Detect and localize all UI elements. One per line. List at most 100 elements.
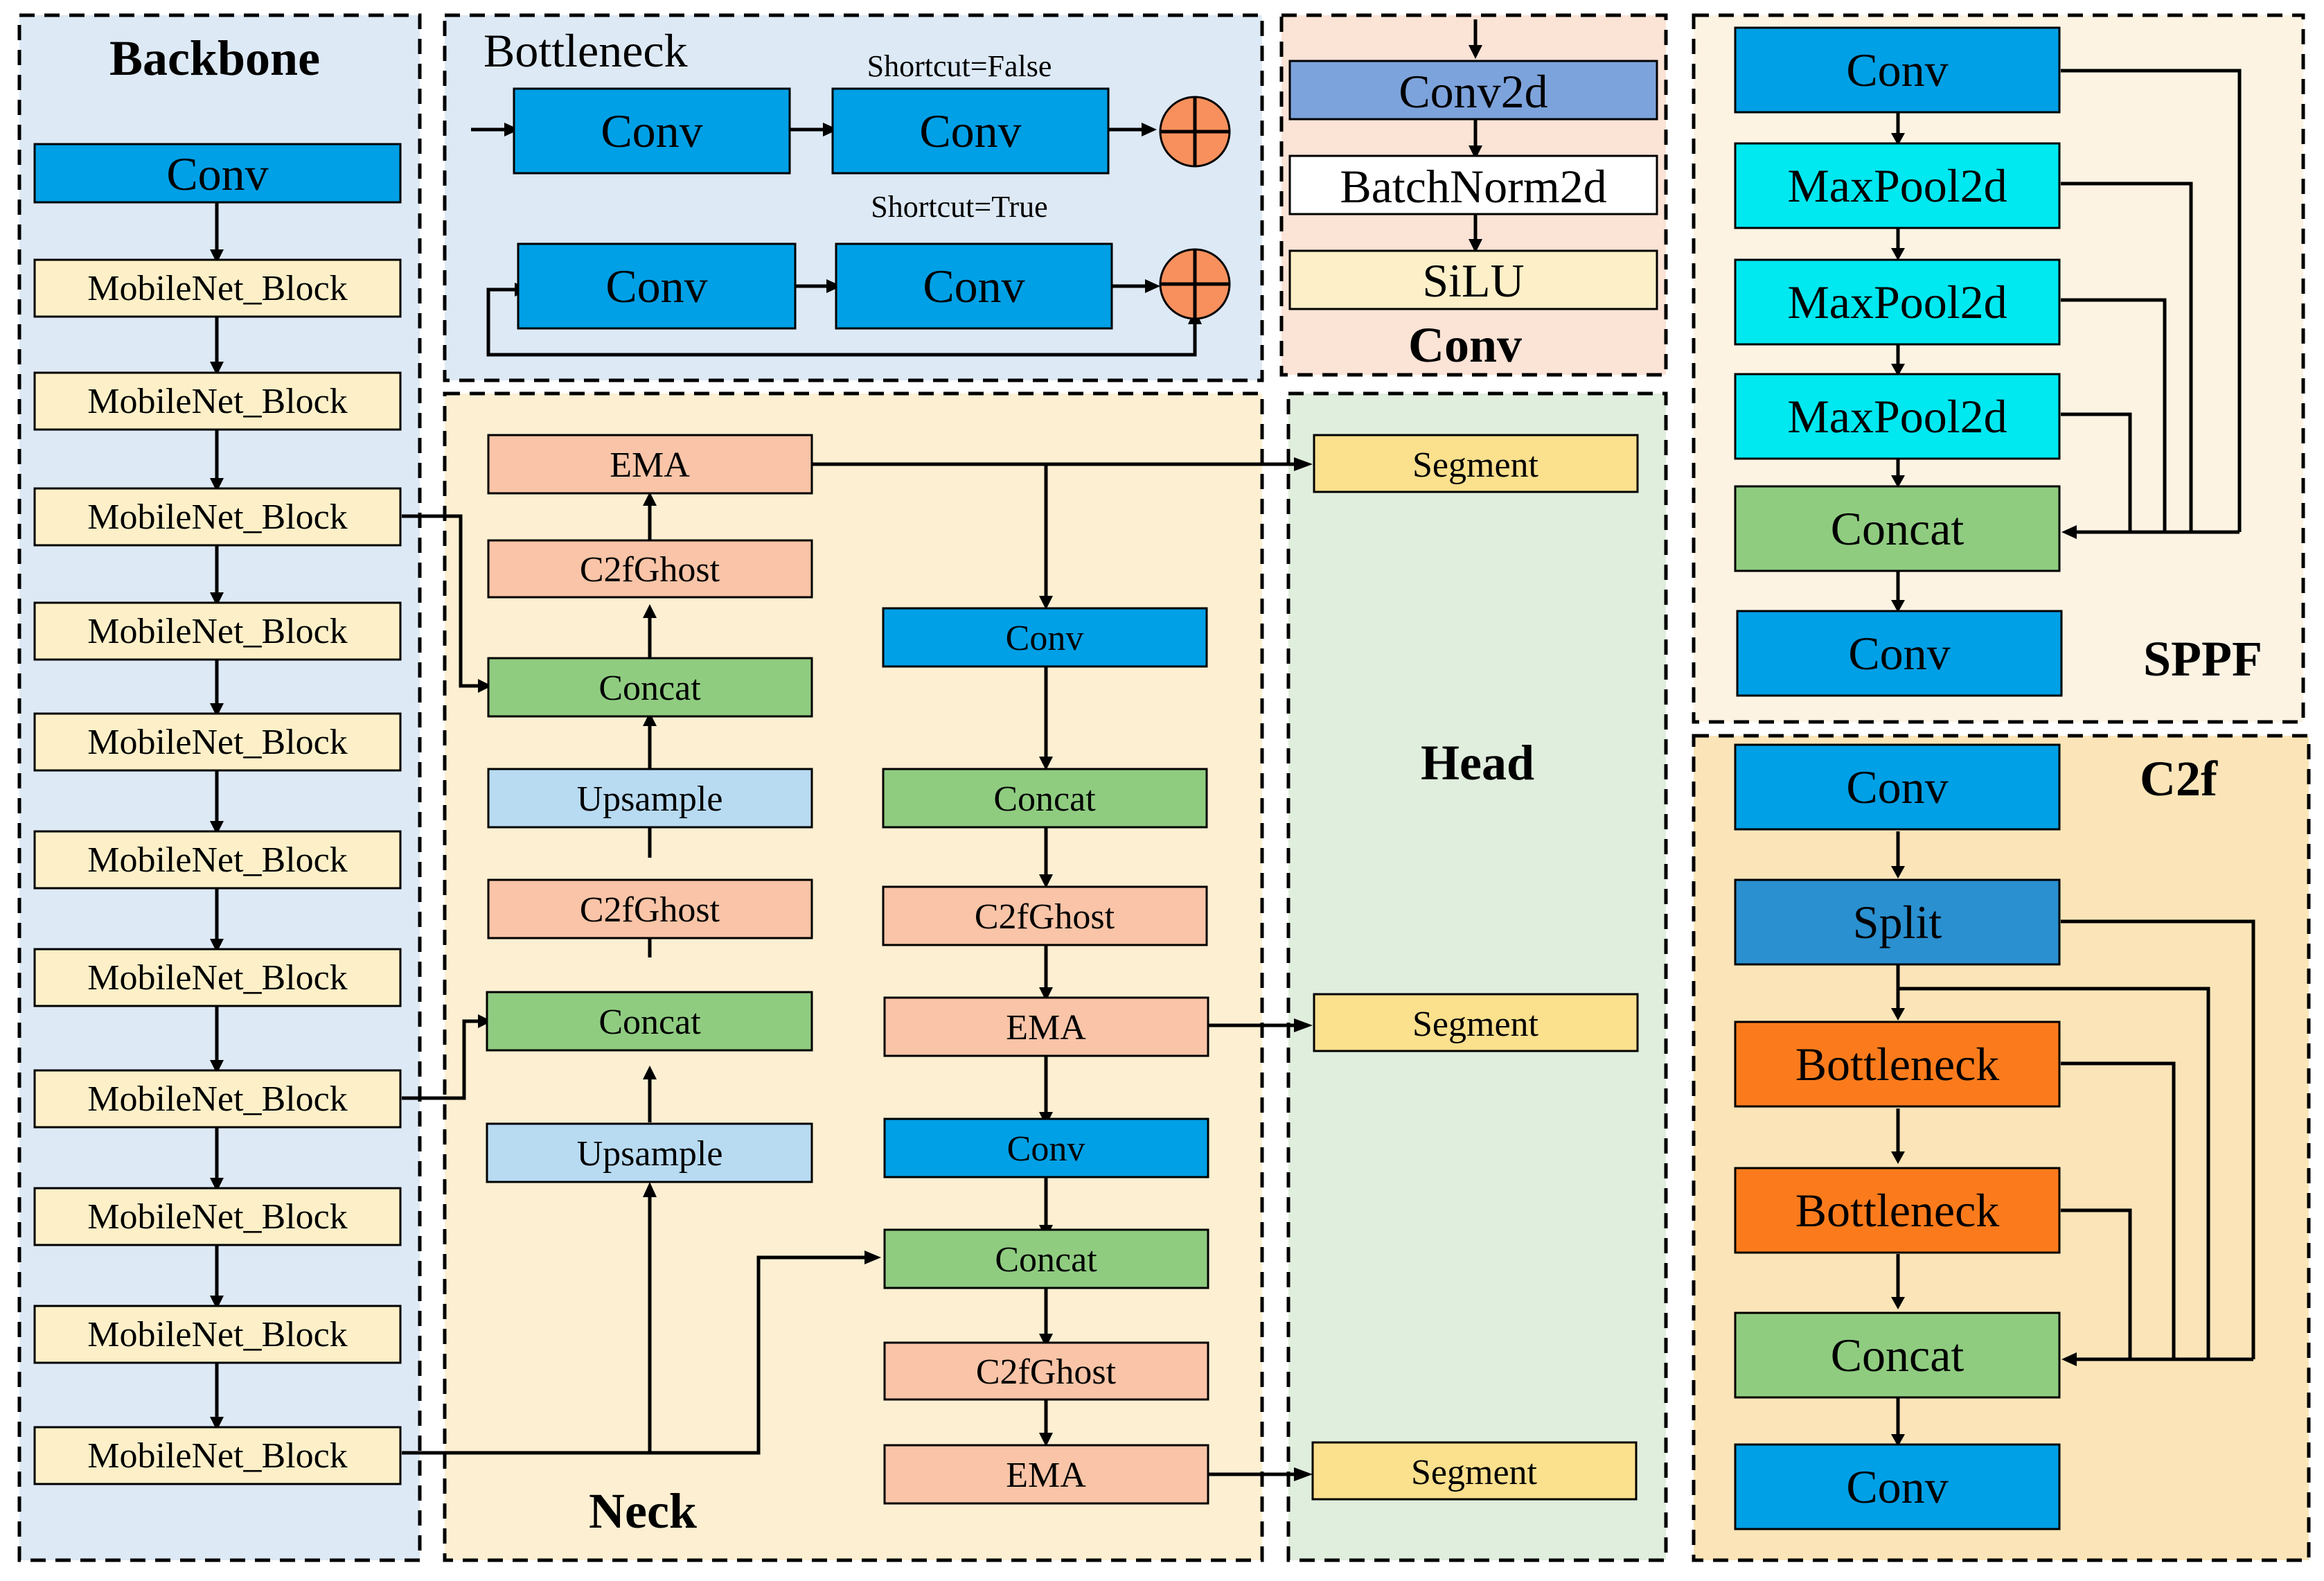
neck-conv-2-label: Conv xyxy=(1007,1129,1085,1169)
head-segment-2 xyxy=(1313,993,1639,1052)
c2f-title: C2f xyxy=(2140,751,2218,806)
neck-c2fghost-mid xyxy=(487,878,813,939)
c2f-concat-label: Concat xyxy=(1831,1329,1964,1381)
conv2d-block xyxy=(1288,60,1658,121)
connectors xyxy=(215,19,2255,1476)
sppf-conv-top-label: Conv xyxy=(1846,44,1948,96)
neck-c2fghost-2 xyxy=(883,1341,1209,1401)
conv-module-title: Conv xyxy=(1408,317,1522,373)
neck-ema-2 xyxy=(883,1444,1209,1505)
neck-ema-top xyxy=(487,434,813,495)
head-segment-2-label: Segment xyxy=(1412,1005,1539,1044)
neck-c2fghost-mid-label: C2fGhost xyxy=(580,890,720,930)
conv-module-blocks: Conv2d BatchNorm2d SiLU xyxy=(1288,60,1658,310)
neck-concat-2 xyxy=(883,1228,1209,1289)
c2f-conv-bottom xyxy=(1734,1443,2061,1530)
mobilenet-block-label: MobileNet_Block xyxy=(87,1197,348,1237)
mobilenet-block xyxy=(33,1069,402,1129)
sppf-title: SPPF xyxy=(2143,631,2262,687)
neck-c2fghost-1 xyxy=(882,885,1208,946)
neck-concat-mid-label: Concat xyxy=(598,1003,701,1042)
backbone-title: Backbone xyxy=(109,30,320,86)
bn-conv-1-label: Conv xyxy=(601,105,702,157)
sppf-maxpool-3-label: MaxPool2d xyxy=(1787,390,2007,443)
c2f-bottleneck-2 xyxy=(1734,1167,2061,1254)
head-blocks: Segment Segment Segment xyxy=(1311,434,1639,1501)
neck-conv-1 xyxy=(882,607,1208,668)
shortcut-false-label: Shortcut=False xyxy=(867,49,1052,83)
neck-concat-1-label: Concat xyxy=(993,779,1096,819)
head-panel xyxy=(1286,391,1668,1562)
c2f-bottleneck-2-label: Bottleneck xyxy=(1795,1184,2000,1237)
neck-ema-2-label: EMA xyxy=(1006,1456,1086,1495)
bn-conv-2-label: Conv xyxy=(919,105,1021,157)
mobilenet-block-label: MobileNet_Block xyxy=(87,1079,348,1119)
neck-upsample-top xyxy=(487,768,813,829)
mobilenet-block-label: MobileNet_Block xyxy=(87,1436,348,1476)
c2f-bottleneck-1 xyxy=(1734,1021,2061,1108)
mobilenet-block-label: MobileNet_Block xyxy=(87,958,348,998)
mobilenet-block xyxy=(33,1305,402,1364)
c2f-panel xyxy=(1692,734,2311,1562)
mobilenet-block-label: MobileNet_Block xyxy=(87,840,348,880)
neck-upsample-bottom xyxy=(486,1122,813,1183)
batchnorm2d-label: BatchNorm2d xyxy=(1340,160,1606,213)
backbone-blocks: Conv xyxy=(33,143,402,204)
arrowheads xyxy=(210,45,2077,1481)
neck-ema-top-label: EMA xyxy=(610,445,690,485)
sppf-conv-bottom-label: Conv xyxy=(1848,627,1950,680)
bn-conv-3-label: Conv xyxy=(605,260,707,312)
sppf-maxpool-1-label: MaxPool2d xyxy=(1787,159,2007,212)
neck-concat-1 xyxy=(882,768,1208,829)
mobilenet-block-label: MobileNet_Block xyxy=(87,497,348,537)
sppf-maxpool-2-label: MaxPool2d xyxy=(1787,276,2007,328)
sppf-concat xyxy=(1734,485,2061,572)
mobilenet-block xyxy=(33,1426,402,1485)
sppf-maxpool-1 xyxy=(1734,142,2061,229)
sppf-maxpool-2 xyxy=(1734,258,2061,346)
bn-conv-4 xyxy=(835,242,1113,330)
neck-upsample-bottom-label: Upsample xyxy=(577,1134,723,1174)
c2f-concat xyxy=(1734,1311,2061,1399)
shortcut-true-label: Shortcut=True xyxy=(871,190,1047,224)
backbone-mobilenet-blocks: MobileNet_BlockMobileNet_BlockMobileNet_… xyxy=(33,258,402,1485)
bb-conv-block xyxy=(33,143,402,204)
mobilenet-block xyxy=(33,371,402,431)
bn-conv-2 xyxy=(831,87,1110,175)
sppf-panel xyxy=(1692,13,2305,724)
neck-c2fghost-top xyxy=(487,539,813,599)
neck-c2fghost-top-label: C2fGhost xyxy=(580,550,720,590)
neck-upsample-top-label: Upsample xyxy=(577,779,723,819)
neck-c2fghost-1-label: C2fGhost xyxy=(975,897,1115,937)
sppf-maxpool-3 xyxy=(1734,373,2061,460)
neck-c2fghost-2-label: C2fGhost xyxy=(976,1352,1117,1392)
neck-concat-2-label: Concat xyxy=(995,1240,1097,1280)
neck-conv-2 xyxy=(883,1118,1209,1178)
neck-ema-1 xyxy=(883,996,1209,1057)
neck-concat-top-label: Concat xyxy=(598,669,701,708)
mobilenet-block xyxy=(33,830,402,890)
c2f-conv-bottom-label: Conv xyxy=(1846,1460,1948,1513)
neck-left-blocks: EMA C2fGhost Concat Upsample C2fGhost Co… xyxy=(486,434,813,1183)
c2f-bottleneck-1-label: Bottleneck xyxy=(1795,1038,2000,1090)
neck-concat-top xyxy=(487,657,813,718)
c2f-conv-top-label: Conv xyxy=(1846,761,1948,813)
mobilenet-block-label: MobileNet_Block xyxy=(87,269,348,308)
bottleneck-blocks: Conv Conv Conv Conv xyxy=(513,87,1231,330)
mobilenet-block xyxy=(33,948,402,1007)
mobilenet-block xyxy=(33,712,402,772)
sppf-conv-bottom xyxy=(1736,610,2063,697)
conv2d-label: Conv2d xyxy=(1399,65,1547,118)
bn-conv-3 xyxy=(517,242,797,330)
sppf-blocks: Conv MaxPool2d MaxPool2d MaxPool2d Conca… xyxy=(1734,26,2063,697)
c2f-split-label: Split xyxy=(1853,896,1942,948)
add-icon xyxy=(1159,248,1231,320)
neck-concat-mid xyxy=(486,991,813,1052)
mobilenet-block-label: MobileNet_Block xyxy=(87,723,348,762)
sppf-conv-top xyxy=(1734,26,2061,114)
head-title: Head xyxy=(1421,735,1534,790)
head-segment-1-label: Segment xyxy=(1412,445,1539,485)
bb-conv-label: Conv xyxy=(166,148,268,200)
neck-ema-1-label: EMA xyxy=(1006,1008,1086,1048)
